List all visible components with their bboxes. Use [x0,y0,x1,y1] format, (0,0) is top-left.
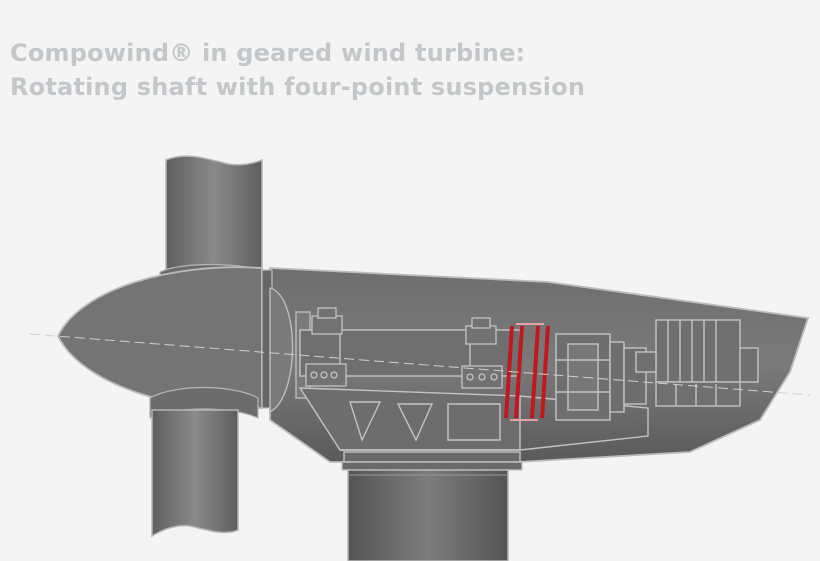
diagram-title: Compowind® in geared wind turbine: Rotat… [10,36,585,104]
blade-bottom [149,386,259,538]
generator [635,319,759,407]
gearbox [555,333,647,421]
rotor-axis-line [29,333,811,396]
main-frame [298,387,649,471]
spinner [57,266,273,410]
title-line-1: Compowind® in geared wind turbine: [10,39,526,67]
title-line-2: Rotating shaft with four-point suspensio… [10,73,586,101]
compowind-coupling [504,323,550,421]
main-bearing [305,307,503,389]
tower [347,464,509,561]
